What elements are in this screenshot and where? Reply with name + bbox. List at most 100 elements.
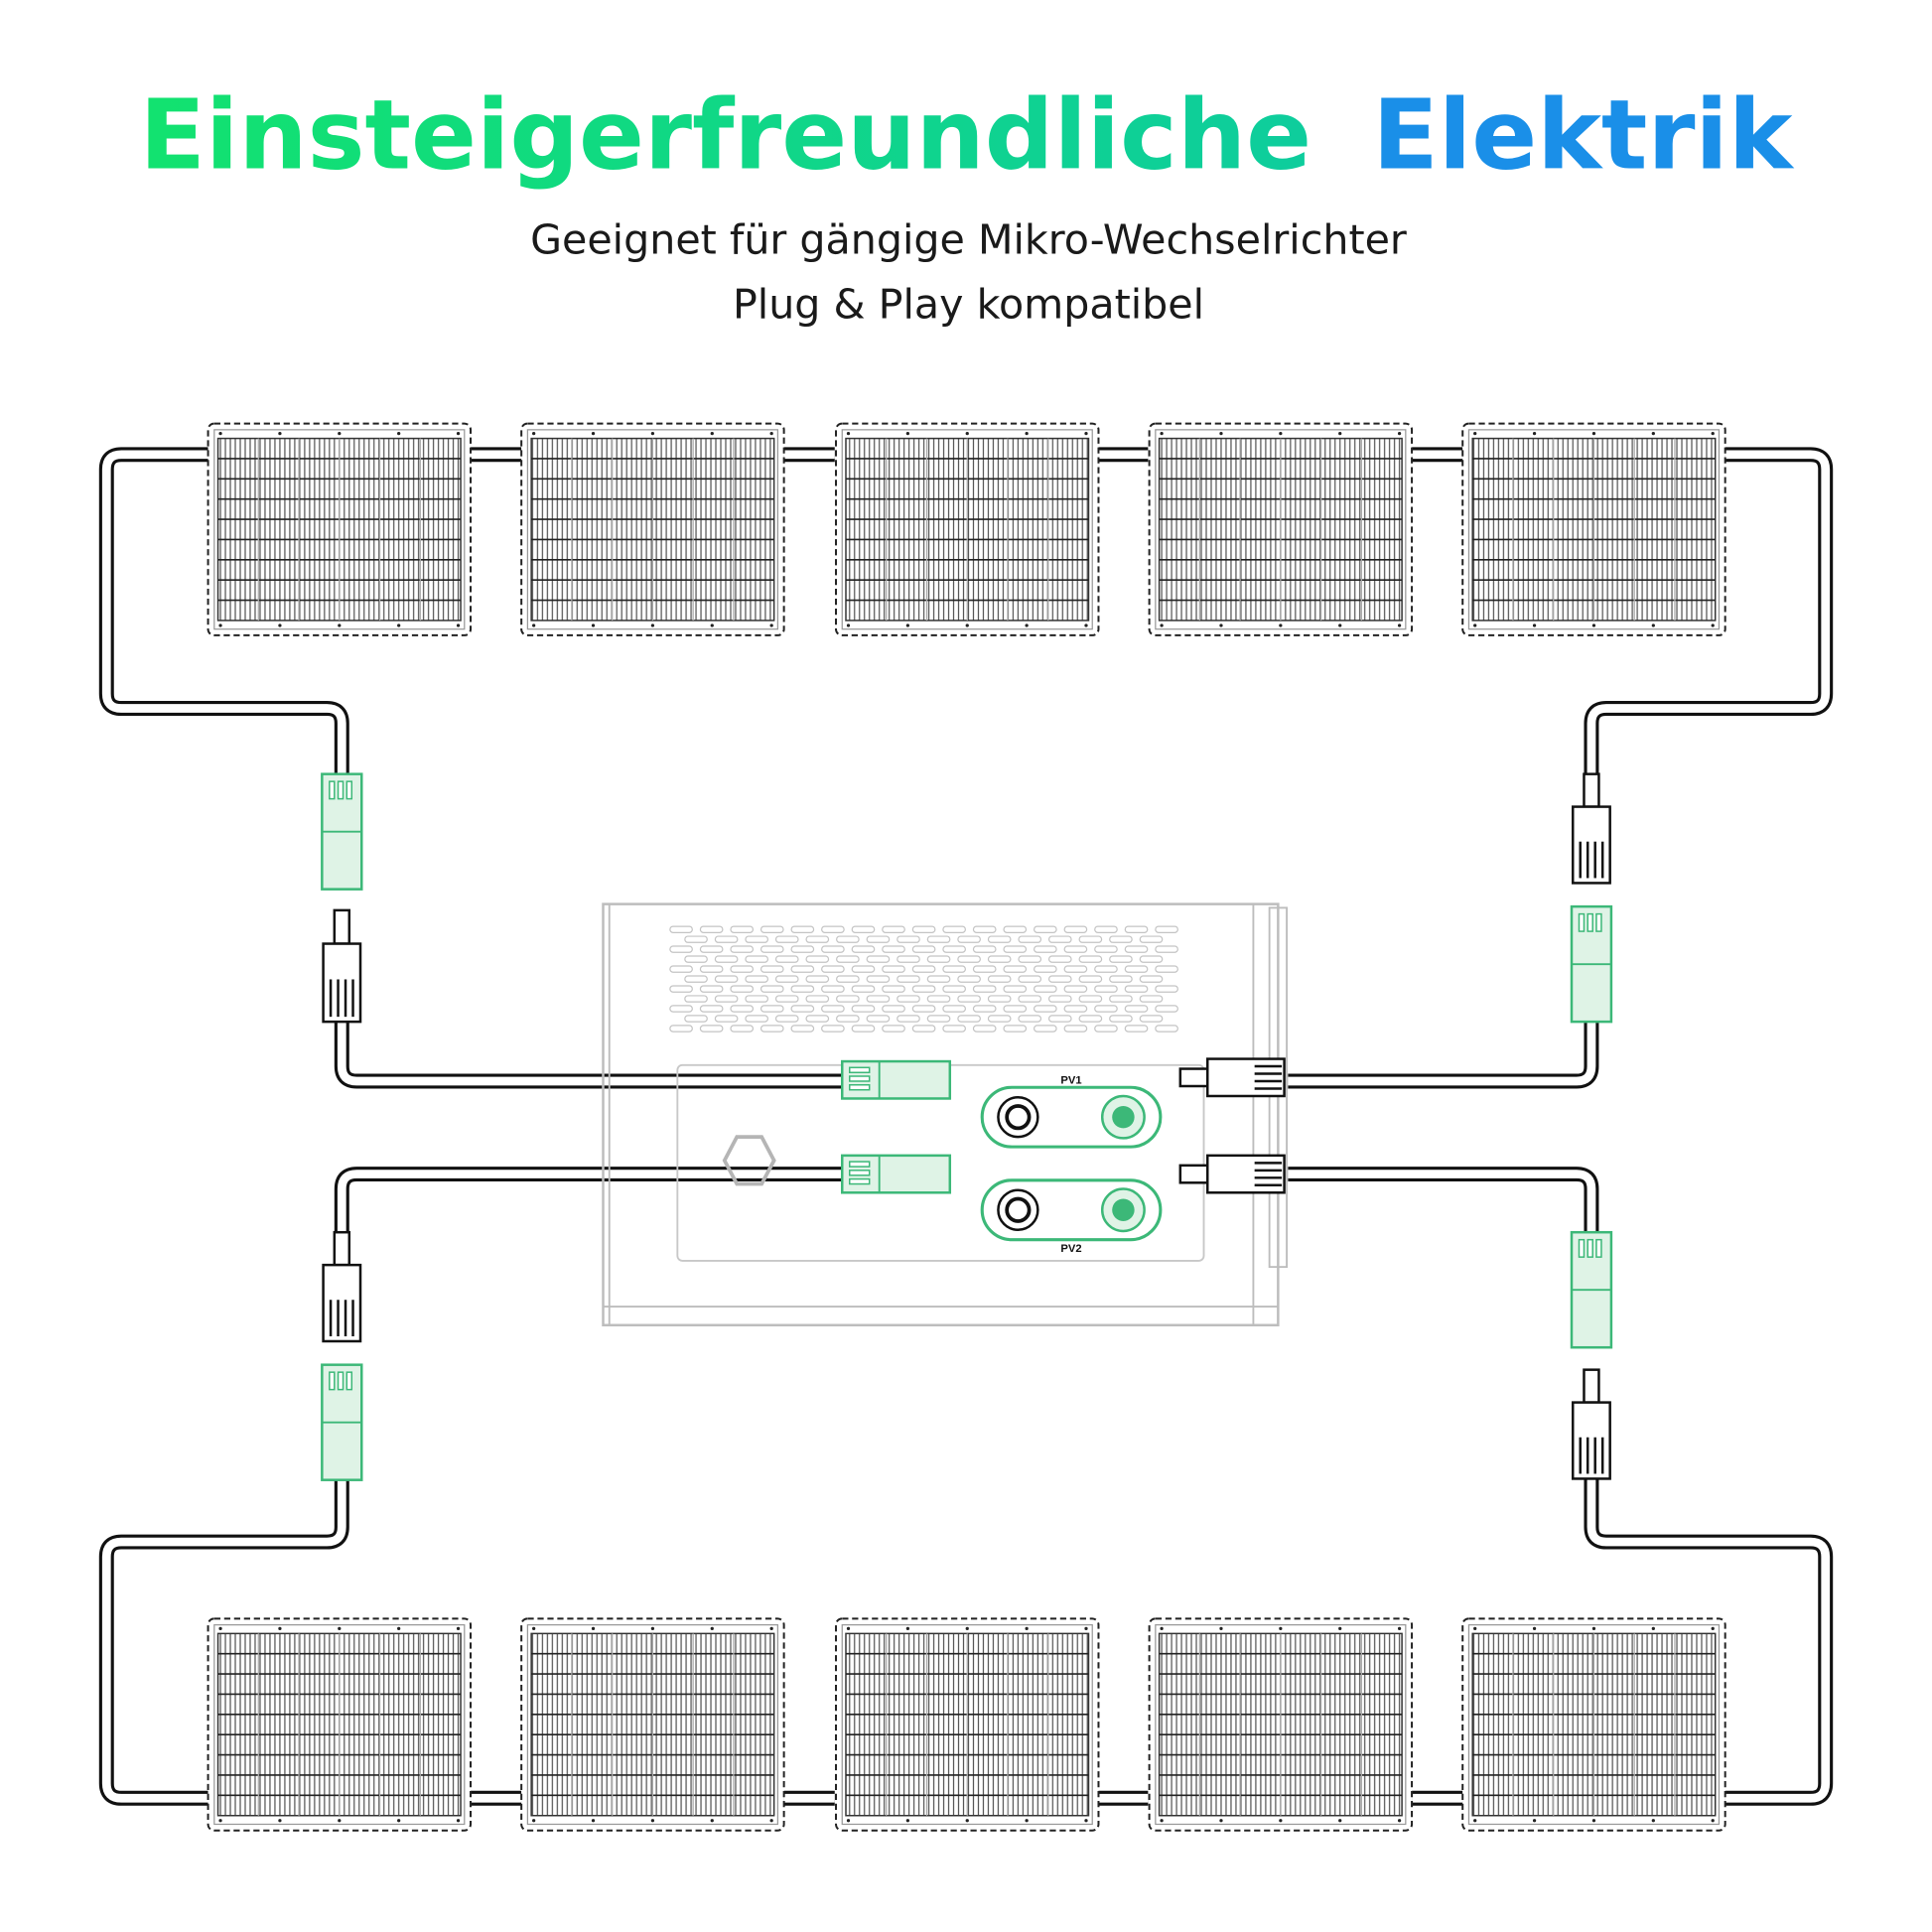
vent-slot: [745, 955, 769, 963]
vent-slot: [1003, 1005, 1028, 1013]
vent-slot: [1139, 995, 1164, 1003]
cable-core: [337, 1015, 843, 1086]
pv1-negative-socket-icon: [997, 1095, 1039, 1139]
vent-slot: [836, 1015, 860, 1023]
mount-hole: [397, 1819, 401, 1823]
mount-hole: [1084, 431, 1088, 436]
vent-slot: [1155, 965, 1178, 973]
vent-slot: [911, 965, 936, 973]
vent-slot: [987, 995, 1012, 1003]
grip-rib: [1587, 1238, 1593, 1258]
vent-slot: [714, 995, 739, 1003]
mount-hole: [1711, 1626, 1715, 1630]
grip-rib: [345, 1371, 353, 1391]
vent-slot: [926, 935, 951, 943]
vent-slot: [1033, 1025, 1057, 1033]
vent-slot: [684, 935, 708, 943]
vent-slot: [1139, 955, 1164, 963]
vent-slot: [821, 925, 845, 933]
connector-female-left-top: [321, 772, 363, 891]
vent-slot: [1124, 985, 1149, 993]
solar-panel-top-1: [207, 422, 473, 636]
mount-hole: [1651, 1819, 1655, 1823]
connector-body: [1206, 1154, 1286, 1194]
vent-slot: [866, 935, 891, 943]
vent-slot: [1109, 955, 1133, 963]
vent-slot: [1155, 1025, 1178, 1033]
vent-slot: [911, 1005, 936, 1013]
mount-hole: [1219, 1819, 1223, 1823]
connector-pin: [1583, 1368, 1600, 1404]
vent-slot: [851, 945, 876, 953]
mount-hole: [1219, 431, 1223, 436]
mount-hole: [1397, 431, 1402, 436]
grip-rib: [848, 1075, 871, 1082]
vent-slot: [1063, 1025, 1088, 1033]
vent-slot: [1078, 995, 1103, 1003]
vent-slot: [882, 985, 905, 993]
vent-slot: [987, 955, 1012, 963]
mount-hole: [1025, 623, 1029, 627]
vent-slot: [1124, 945, 1149, 953]
inverter-body: [602, 902, 1280, 1327]
grip-rib: [345, 780, 353, 800]
vent-slot: [957, 955, 981, 963]
vent-slot: [745, 1015, 769, 1023]
vent-slot: [972, 985, 997, 993]
vent-slot: [1033, 925, 1057, 933]
vent-slot: [805, 935, 830, 943]
grip-rib: [1595, 912, 1602, 932]
vent-slot: [972, 945, 997, 953]
vent-slot: [699, 985, 724, 993]
vent-slot: [866, 975, 891, 983]
vent-slot: [669, 1005, 693, 1013]
mount-hole: [1279, 431, 1283, 436]
mount-hole: [1651, 1626, 1655, 1630]
page-title: Einsteigerfreundliche Elektrik: [140, 79, 1795, 192]
vent-slot: [1139, 975, 1164, 983]
mount-hole: [1338, 1819, 1342, 1823]
vent-slot: [972, 965, 997, 973]
vent-slot: [851, 1025, 876, 1033]
vent-slot: [1078, 955, 1103, 963]
vent-slot: [669, 985, 693, 993]
solar-panel-top-4: [1148, 422, 1414, 636]
connector-pin: [1178, 1164, 1209, 1184]
mount-hole: [710, 1819, 714, 1823]
vent-slot: [1063, 965, 1088, 973]
vent-slot: [821, 1005, 845, 1013]
connector-body: [1571, 805, 1611, 885]
vent-slot: [1094, 1005, 1118, 1013]
mount-hole: [1473, 431, 1477, 436]
vent-slot: [882, 1005, 905, 1013]
mc4-connectors: [321, 772, 1613, 1481]
vent-slot: [836, 995, 860, 1003]
mount-hole: [1651, 431, 1655, 436]
vent-slots: [669, 925, 1178, 1033]
mount-hole: [769, 623, 773, 627]
subtitle-line-1: Geeignet für gängige Mikro-Wechselrichte…: [530, 216, 1407, 264]
solar-panels: [207, 422, 1726, 1832]
vent-slot: [866, 1015, 891, 1023]
connector-pin: [333, 1230, 351, 1267]
mount-hole: [769, 1819, 773, 1823]
vent-slot: [1078, 1015, 1103, 1023]
solar-panel-bottom-2: [520, 1617, 785, 1832]
mount-hole: [218, 1626, 222, 1630]
vent-slot: [699, 945, 724, 953]
vent-slot: [926, 975, 951, 983]
vent-slot: [972, 1025, 997, 1033]
vent-slot: [1109, 935, 1133, 943]
vent-slot: [911, 945, 936, 953]
vent-slot: [821, 965, 845, 973]
cable-core: [101, 450, 346, 780]
vent-slot: [790, 925, 815, 933]
title-part-blue: Elektrik: [1372, 79, 1794, 192]
vent-slot: [957, 1015, 981, 1023]
vent-slot: [805, 975, 830, 983]
cable-gland-icon: [722, 1135, 776, 1186]
vent-slot: [987, 935, 1012, 943]
mount-hole: [456, 1626, 461, 1630]
vent-slot: [699, 925, 724, 933]
vent-slot: [1018, 955, 1042, 963]
